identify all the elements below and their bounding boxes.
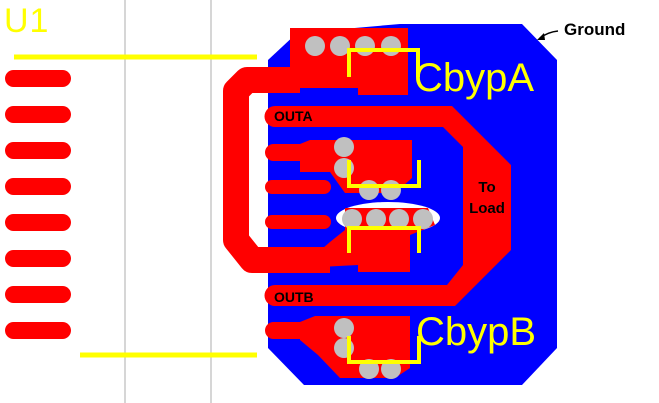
cap-b-label: CbypB [416,310,537,354]
u1-pad [5,142,71,159]
to-load-line2: Load [469,200,505,217]
silkscreen-outlines [347,48,421,364]
via [381,36,401,56]
u1-pad [5,214,71,231]
via [334,318,354,338]
via [355,36,375,56]
outa-label: OUTA [274,108,313,124]
lower-cap-outline [347,226,421,253]
u1-label: U1 [4,2,50,40]
via [359,180,379,200]
ground-label: Ground [564,20,626,39]
via [330,36,350,56]
loop-trace [223,67,330,273]
cap-a-label: CbypA [414,56,535,100]
u1-pad [5,106,71,123]
trace-stub [265,215,331,229]
load-trace [264,106,511,306]
via [342,209,362,229]
ground-arrowhead-icon [537,33,545,40]
via [334,137,354,157]
u1-pads [5,70,71,339]
u1-pad [5,322,71,339]
u1-pad [5,286,71,303]
u1-pad [5,178,71,195]
via [413,209,433,229]
via [366,209,386,229]
u1-pad [5,70,71,87]
via [381,180,401,200]
upper-center-copper [300,140,412,193]
via [305,36,325,56]
to-load-line1: To [478,179,496,196]
cap-a-outline [347,48,420,77]
trace-stub [265,180,331,194]
outb-label: OUTB [274,289,314,305]
cap-b-outline [347,336,421,364]
u1-pad [5,250,71,267]
upper-cap-outline [347,160,421,188]
via [389,209,409,229]
to-load-label: To Load [463,177,511,219]
